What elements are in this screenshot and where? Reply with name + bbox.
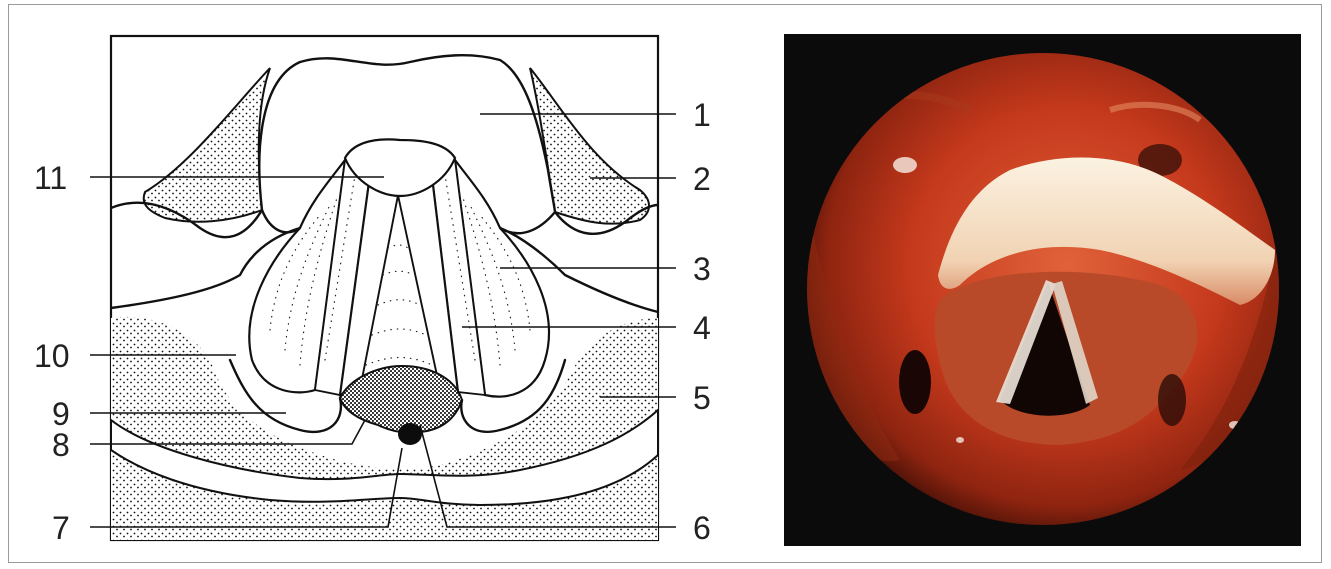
label-9: 9: [52, 396, 70, 432]
label-7: 7: [52, 510, 70, 546]
label-11: 11: [34, 160, 67, 196]
laryngoscopy-photo: [784, 34, 1301, 546]
label-2: 2: [693, 161, 711, 197]
label-4: 4: [693, 310, 711, 346]
label-10: 10: [34, 338, 70, 374]
label-1: 1: [693, 97, 711, 133]
label-8: 8: [52, 427, 70, 463]
label-5: 5: [693, 380, 711, 416]
corniculate-cartilage: [398, 423, 422, 445]
larynx-drawing: [111, 36, 658, 540]
label-3: 3: [693, 251, 711, 287]
label-6: 6: [693, 510, 711, 546]
